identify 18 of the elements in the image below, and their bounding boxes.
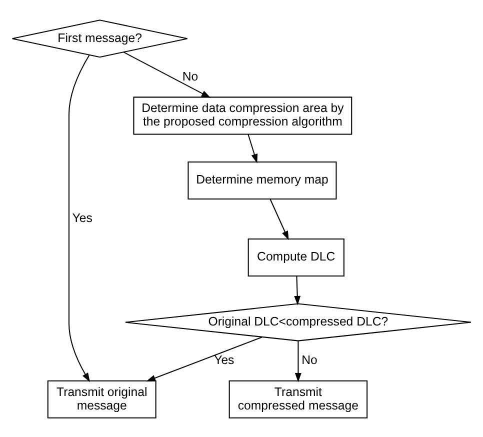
edge-label: No <box>182 68 198 83</box>
arrow <box>123 51 211 98</box>
node-box: Transmit original message <box>47 380 156 418</box>
arrow <box>146 336 262 381</box>
edge-label: Yes <box>214 352 234 367</box>
node-box: Transmit compressed message <box>228 380 368 418</box>
arrow <box>68 54 90 382</box>
arrow <box>294 276 301 305</box>
node-diamond: First message? <box>12 19 188 58</box>
edge-label: Yes <box>72 210 92 225</box>
node-box: Compute DLC <box>248 238 344 276</box>
node-box: Determine data compression area by the proposed compression algorithm <box>133 96 352 134</box>
arrow <box>248 134 258 163</box>
node-diamond: Original DLC<compressed DLC? <box>124 302 472 341</box>
arrow <box>270 198 289 240</box>
arrow <box>294 340 302 382</box>
node-box: Determine memory map <box>188 160 337 199</box>
edge-label: No <box>302 352 318 367</box>
